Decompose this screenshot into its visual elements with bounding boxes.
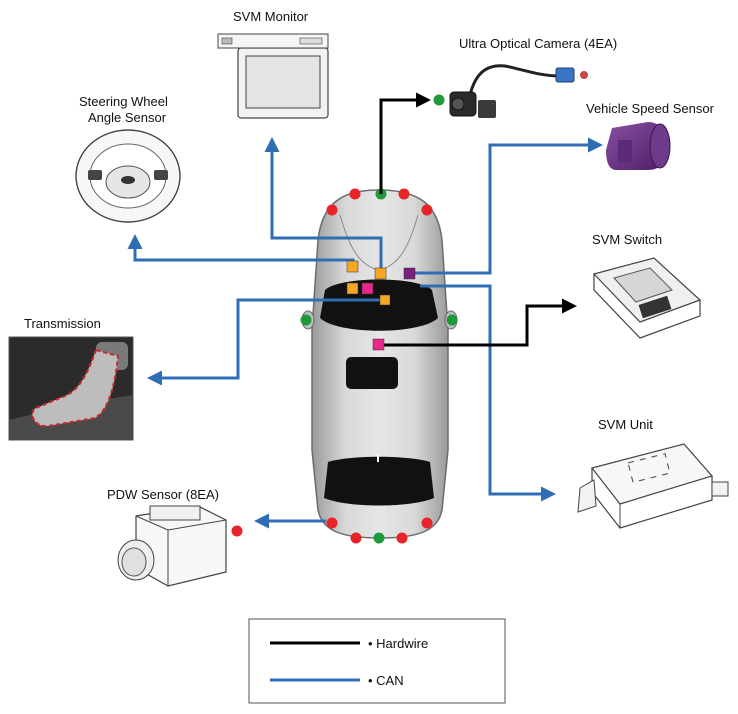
label-transmission: Transmission	[24, 316, 101, 331]
can-line-svm-unit	[420, 284, 556, 502]
side-cameras	[300, 314, 458, 326]
ultra-optical-camera-image	[449, 64, 588, 118]
can-line-svm-monitor	[264, 137, 383, 273]
pdw-sensor-dot	[326, 517, 338, 529]
module-node-orange	[379, 294, 391, 306]
module-node-pink	[361, 282, 374, 295]
pdw-sensor-image	[117, 505, 227, 587]
camera-dot	[446, 314, 458, 326]
camera-dot	[373, 532, 385, 544]
steering-wheel-image	[75, 129, 181, 223]
pdw-sensor-dot	[421, 517, 433, 529]
can-line-transmission	[147, 298, 385, 386]
legend-can-label: • CAN	[368, 673, 404, 688]
rear-sensors	[326, 517, 433, 544]
pdw-sensor-dot	[231, 525, 243, 537]
svm-monitor-image	[217, 33, 329, 119]
svm-unit-image	[577, 443, 729, 529]
camera-dot	[300, 314, 312, 326]
label-pdw-sensor: PDW Sensor (8EA)	[107, 487, 219, 502]
label-svm-switch: SVM Switch	[592, 232, 662, 247]
pdw-sensor-dot	[398, 188, 410, 200]
label-steering-line2: Angle Sensor	[88, 110, 167, 125]
label-svm-unit: SVM Unit	[598, 417, 653, 432]
module-node-orange	[346, 282, 359, 295]
pdw-sensor-dot	[350, 532, 362, 544]
pdw-sensor-dot	[421, 204, 433, 216]
label-vehicle-speed: Vehicle Speed Sensor	[586, 101, 715, 116]
transmission-image	[8, 336, 134, 441]
module-node-pink	[372, 338, 385, 351]
legend-hardwire-label: • Hardwire	[368, 636, 428, 651]
pdw-sensor-dot	[349, 188, 361, 200]
camera-dot	[433, 94, 445, 106]
svm-switch-image	[592, 257, 702, 339]
label-ultra-camera: Ultra Optical Camera (4EA)	[459, 36, 617, 51]
module-node-purple	[403, 267, 416, 280]
module-node-orange	[346, 260, 359, 273]
legend: • Hardwire • CAN	[248, 618, 506, 704]
module-node-orange	[374, 267, 387, 280]
pdw-sensor-dot	[326, 204, 338, 216]
hardwire-line-camera	[379, 92, 431, 194]
hardwire-line-svm-switch	[379, 298, 577, 347]
vehicle-speed-sensor-image	[606, 122, 671, 170]
pdw-sensor-dot	[396, 532, 408, 544]
label-steering-line1: Steering Wheel	[79, 94, 168, 109]
label-svm-monitor: SVM Monitor	[233, 9, 309, 24]
can-line-vehicle-speed	[410, 137, 603, 275]
